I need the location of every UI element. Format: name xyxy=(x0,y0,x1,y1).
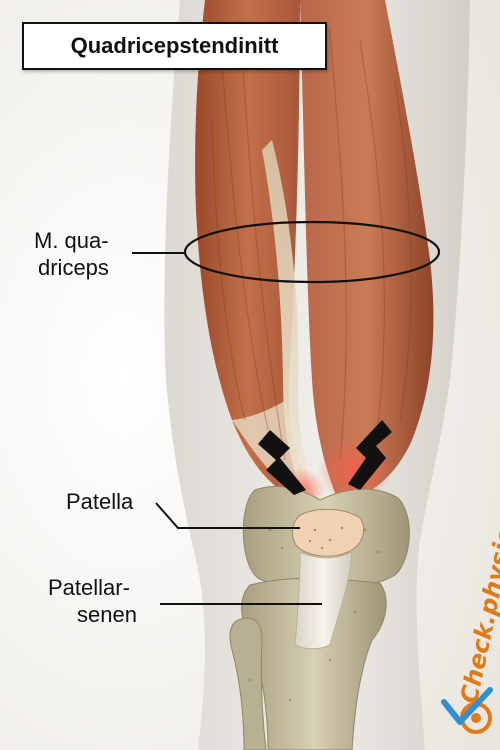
patella-label: Patella xyxy=(66,488,133,515)
patella xyxy=(292,508,364,557)
quadriceps-label: M. qua- driceps xyxy=(34,227,109,281)
page-title: Quadricepstendinitt xyxy=(22,22,327,70)
pain-lightning-icon xyxy=(348,420,392,490)
check-physio-logo-icon xyxy=(441,687,493,734)
quadriceps-label-line-1: M. qua- xyxy=(34,228,109,253)
patella-leader-line xyxy=(155,502,300,529)
patellar-tendon xyxy=(294,551,353,650)
patellar-tendon-label-line-2: senen xyxy=(77,602,137,627)
quadriceps-muscle xyxy=(195,0,434,505)
patellar-tendon-label: Patellar- senen xyxy=(48,574,137,628)
patellar-tendon-label-line-1: Patellar- xyxy=(48,575,130,600)
quadriceps-label-line-2: driceps xyxy=(38,255,109,280)
patella-label-text: Patella xyxy=(66,489,134,514)
pain-lightning-icon xyxy=(258,430,306,495)
knee-bones xyxy=(229,485,410,750)
